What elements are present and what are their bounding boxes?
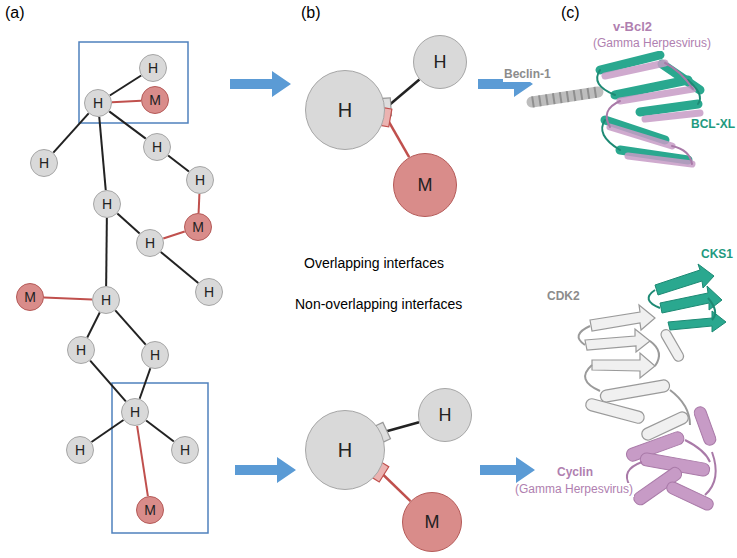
m-protein-node: M [402, 492, 462, 552]
figure-label: BCL-XL [690, 118, 736, 132]
host-pathogen-edge [44, 298, 92, 300]
host-host-edge [117, 213, 139, 233]
h-protein-node: H [30, 149, 58, 177]
cdk2-structure [579, 305, 691, 442]
figure-label: v-Bcl2 [612, 20, 653, 35]
host-host-edge [387, 79, 420, 107]
h-protein-node: H [93, 190, 121, 218]
node-label: H [39, 156, 49, 170]
host-host-edge [87, 313, 99, 338]
host-pathogen-edge [163, 231, 184, 238]
h-protein-node: H [139, 54, 167, 82]
node-label: H [338, 100, 352, 120]
protein-overlay [597, 55, 700, 164]
figure-label: CDK2 [546, 290, 581, 304]
host-host-edge [105, 218, 108, 286]
h-protein-node: H [66, 436, 94, 464]
h-protein-node: H [305, 70, 385, 150]
node-label: M [192, 220, 204, 234]
figure-label: Beclin-1 [503, 68, 552, 82]
cks1-structure [649, 264, 726, 332]
node-label: H [152, 140, 162, 154]
h-protein-node: H [141, 341, 169, 369]
host-pathogen-edge [381, 472, 411, 501]
figure-label: CKS1 [700, 248, 734, 262]
figure-label: (Gamma Herpesvirus) [592, 37, 712, 51]
node-label: M [425, 513, 440, 531]
host-host-edge [146, 420, 174, 441]
node-label: M [418, 176, 433, 194]
panel-letter: (c) [560, 4, 581, 22]
node-label: H [76, 343, 86, 357]
node-label: H [204, 285, 214, 299]
node-label: M [24, 290, 36, 304]
h-protein-node: H [413, 35, 467, 89]
h-protein-node: H [121, 398, 149, 426]
node-label: H [101, 293, 111, 307]
host-pathogen-edge [198, 194, 201, 213]
beclin-helix [532, 92, 598, 102]
m-protein-node: M [16, 283, 44, 311]
cyclin-structure [625, 405, 718, 512]
node-label: H [180, 443, 190, 457]
host-host-edge [168, 156, 189, 172]
panel-letter: (b) [300, 4, 322, 22]
host-pathogen-edge [137, 426, 148, 496]
node-label: H [434, 53, 447, 71]
node-label: H [102, 197, 112, 211]
host-host-edge [110, 76, 141, 96]
highlight-box [79, 42, 188, 123]
node-label: H [130, 405, 140, 419]
m-protein-node: M [184, 213, 212, 241]
node-label: M [144, 503, 156, 517]
host-host-edge [109, 111, 146, 138]
host-pathogen-edge [112, 101, 141, 103]
panel-letter: (a) [4, 4, 26, 22]
figure-label: Cyclin [556, 466, 594, 480]
host-host-edge [53, 113, 88, 152]
figure-label: Overlapping interfaces [303, 255, 445, 271]
m-protein-node: M [136, 496, 164, 524]
h-protein-node: H [305, 410, 385, 490]
h-protein-node: H [195, 278, 223, 306]
h-protein-node: H [171, 436, 199, 464]
h-protein-node: H [67, 336, 95, 364]
h-protein-node: H [92, 286, 120, 314]
block-arrow [480, 457, 535, 483]
host-host-edge [115, 310, 145, 344]
figure-label: Non-overlapping interfaces [294, 296, 463, 312]
block-arrow [230, 71, 291, 97]
node-label: M [149, 93, 161, 107]
host-host-edge [140, 368, 151, 399]
m-protein-node: M [141, 86, 169, 114]
node-label: H [75, 443, 85, 457]
block-arrow [235, 457, 296, 483]
node-label: H [150, 348, 160, 362]
node-label: H [145, 236, 155, 250]
h-protein-node: H [136, 229, 164, 257]
node-label: H [338, 440, 352, 460]
h-protein-node: H [84, 89, 112, 117]
m-protein-node: M [393, 153, 457, 217]
host-host-edge [92, 420, 124, 442]
h-protein-node: H [143, 133, 171, 161]
h-protein-node: H [186, 166, 214, 194]
host-host-edge [161, 252, 198, 283]
h-protein-node: H [418, 388, 472, 442]
node-label: H [93, 96, 103, 110]
highlight-box [112, 383, 208, 533]
node-label: H [195, 173, 205, 187]
node-label: H [439, 406, 452, 424]
node-label: H [148, 61, 158, 75]
host-host-edge [383, 422, 419, 432]
figure-label: (Gamma Herpesvirus) [514, 483, 634, 497]
host-host-edge [99, 117, 106, 190]
host-host-edge [90, 361, 126, 402]
